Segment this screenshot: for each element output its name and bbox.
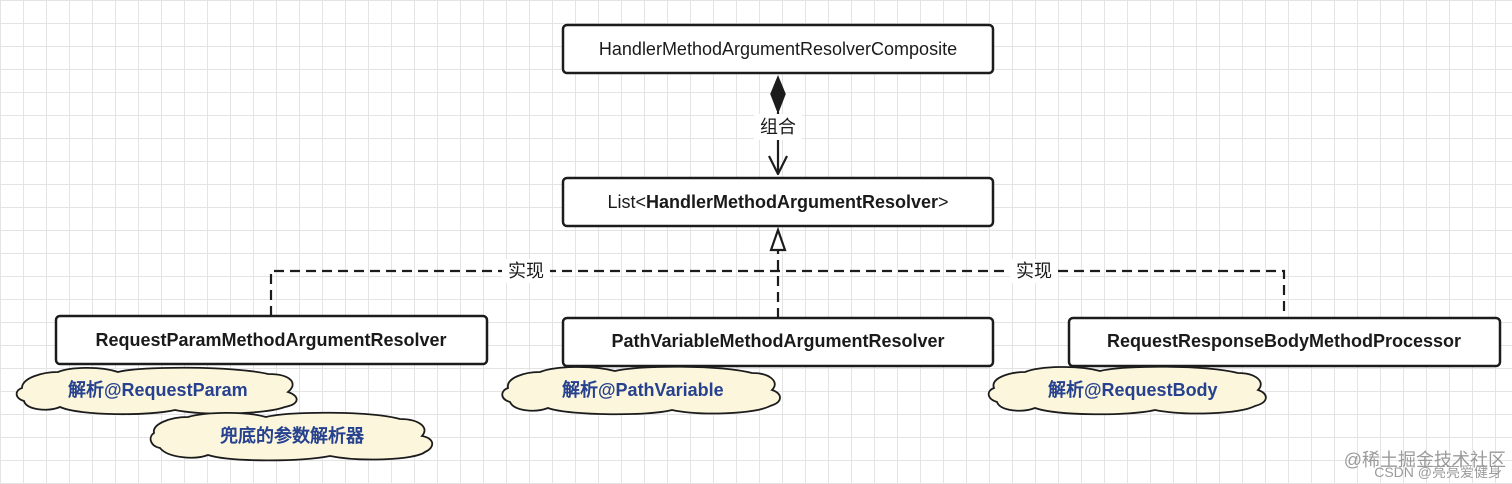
cloud-shape: [501, 365, 781, 416]
note-request-param-text: 解析@RequestParam: [68, 379, 248, 400]
implements-right-label-bg: [1010, 259, 1058, 283]
list-type: HandlerMethodArgumentResolver: [646, 192, 938, 212]
implements-left-label: 实现: [508, 261, 544, 281]
composition-diamond: [770, 75, 786, 115]
path-variable-resolver-box: [561, 316, 995, 368]
cloud-shape: [987, 365, 1267, 416]
juejin-watermark: @稀土掘金技术社区: [1343, 450, 1506, 470]
request-response-body-processor-label: RequestResponseBodyMethodProcessor: [1107, 331, 1461, 351]
note-path-variable: 解析@PathVariable: [501, 365, 781, 416]
composite-node: HandlerMethodArgumentResolverComposite: [561, 23, 995, 75]
resolver-list-label: List<HandlerMethodArgumentResolver>: [607, 192, 948, 212]
realization-arrowhead: [769, 226, 787, 252]
list-prefix: List<: [607, 192, 646, 212]
realization-bus-line: [269, 269, 1286, 318]
composition-label: 组合: [760, 117, 796, 137]
request-response-body-processor-node: RequestResponseBodyMethodProcessor: [1067, 316, 1502, 368]
note-fallback-text: 兜底的参数解析器: [220, 425, 365, 446]
resolver-list-node: List<HandlerMethodArgumentResolver>: [561, 176, 995, 228]
list-suffix: >: [938, 192, 949, 212]
request-response-body-processor-box: [1067, 316, 1502, 368]
composition-label-bg: [754, 114, 802, 140]
path-variable-resolver-node: PathVariableMethodArgumentResolver: [561, 316, 995, 368]
implements-right-label: 实现: [1016, 261, 1052, 281]
csdn-watermark: CSDN @亮亮爱健身: [1374, 464, 1502, 480]
composite-box: [561, 23, 995, 75]
request-param-resolver-node: RequestParamMethodArgumentResolver: [54, 314, 489, 366]
note-path-variable-text: 解析@PathVariable: [562, 379, 724, 400]
cloud-shape: [149, 411, 434, 462]
path-variable-resolver-label: PathVariableMethodArgumentResolver: [611, 331, 944, 351]
realization-edges: 实现 实现: [269, 226, 1286, 318]
resolver-list-box: [561, 176, 995, 228]
composite-label: HandlerMethodArgumentResolverComposite: [599, 39, 957, 59]
note-fallback: 兜底的参数解析器: [149, 411, 434, 462]
request-param-resolver-box: [54, 314, 489, 366]
composition-edge: 组合: [754, 75, 802, 174]
implements-left-label-bg: [502, 259, 550, 283]
note-request-param: 解析@RequestParam: [15, 366, 298, 416]
note-request-body: 解析@RequestBody: [987, 365, 1267, 416]
note-request-body-text: 解析@RequestBody: [1048, 379, 1218, 400]
request-param-resolver-label: RequestParamMethodArgumentResolver: [95, 330, 446, 350]
